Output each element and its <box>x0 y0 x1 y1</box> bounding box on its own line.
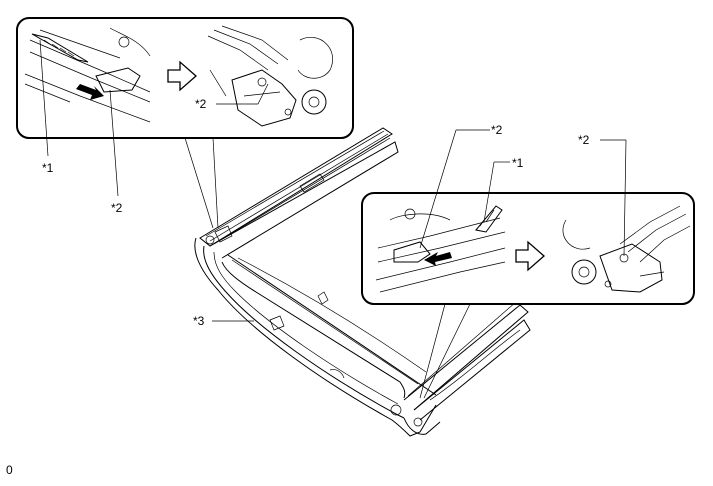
hollow-right-arrow-icon <box>515 240 545 272</box>
right-detail-inset <box>361 129 695 399</box>
roof-frame-assembly <box>194 127 531 437</box>
callout-2-left-top-label: *2 <box>195 97 207 111</box>
hollow-right-arrow-icon <box>167 60 197 92</box>
callout-3-label: *3 <box>193 314 205 328</box>
left-detail-inset <box>16 17 354 229</box>
callout-2-left-bottom-label: *2 <box>111 201 123 215</box>
figure-code: 0 <box>6 463 13 477</box>
callout-1-left-label: *1 <box>42 161 54 175</box>
callout-1-right-label: *1 <box>512 156 524 170</box>
callout-2-right-b-label: *2 <box>578 133 590 147</box>
solid-arrow-icon <box>424 252 452 266</box>
callout-2-right-a-label: *2 <box>491 123 503 137</box>
solid-arrow-icon <box>76 84 104 100</box>
